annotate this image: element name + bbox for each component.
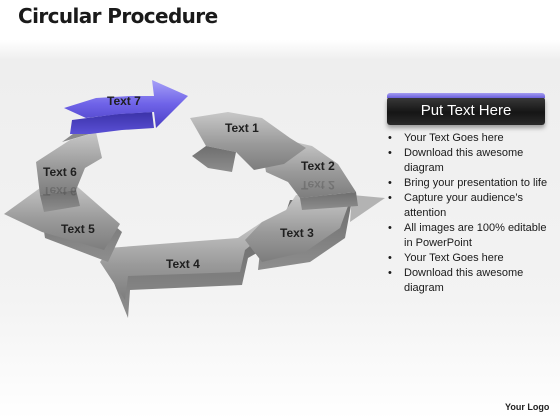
bullet-dot-icon: • bbox=[388, 222, 392, 234]
bullet-item: • Download this awesome diagram bbox=[386, 146, 554, 176]
bullet-text: All images are 100% editable in PowerPoi… bbox=[404, 222, 547, 249]
segment-5-arrow bbox=[4, 182, 122, 262]
bullet-item: • Bring your presentation to life bbox=[386, 176, 554, 191]
bullet-dot-icon: • bbox=[388, 177, 392, 189]
bullet-text: Your Text Goes here bbox=[404, 252, 504, 264]
bullet-dot-icon: • bbox=[388, 132, 392, 144]
bullet-item: • All images are 100% editable in PowerPo… bbox=[386, 221, 554, 251]
segment-4-label: Text 4 bbox=[166, 257, 200, 271]
bullet-dot-icon: • bbox=[388, 252, 392, 264]
bullet-dot-icon: • bbox=[388, 147, 392, 159]
bullet-item: • Your Text Goes here bbox=[386, 131, 554, 146]
bullet-text: Bring your presentation to life bbox=[404, 177, 548, 189]
bullet-text: Your Text Goes here bbox=[404, 132, 504, 144]
segment-2-label: Text 2 bbox=[301, 159, 335, 173]
bullet-item: • Download this awesome diagram bbox=[386, 266, 554, 296]
bullet-text: Download this awesome diagram bbox=[404, 147, 524, 174]
segment-6-label-reflection: Text 6 bbox=[43, 184, 77, 198]
segment-3-arrow bbox=[245, 195, 385, 270]
segment-1-arrow bbox=[190, 112, 306, 172]
bullet-list: • Your Text Goes here • Download this awes… bbox=[386, 131, 554, 296]
segment-5-label: Text 5 bbox=[61, 222, 95, 236]
segment-1-label: Text 1 bbox=[225, 121, 259, 135]
segment-2-label-reflection: Text 2 bbox=[301, 178, 335, 192]
segment-3-label: Text 3 bbox=[280, 226, 314, 240]
put-text-header: Put Text Here bbox=[387, 93, 545, 125]
logo-text: Your Logo bbox=[505, 402, 550, 412]
put-text-header-label: Put Text Here bbox=[420, 102, 512, 119]
segment-6-label: Text 6 bbox=[43, 165, 77, 179]
slide-title: Circular Procedure bbox=[18, 4, 218, 28]
bullet-text: Capture your audience’s attention bbox=[404, 192, 524, 219]
bullet-dot-icon: • bbox=[388, 192, 392, 204]
header-accent-bar bbox=[387, 93, 545, 98]
bullet-text: Download this awesome diagram bbox=[404, 267, 524, 294]
bullet-dot-icon: • bbox=[388, 267, 392, 279]
bullet-item: • Capture your audience’s attention bbox=[386, 191, 554, 221]
segment-4-arrow bbox=[100, 222, 268, 318]
segment-7-label: Text 7 bbox=[107, 94, 141, 108]
segment-7-arrow bbox=[64, 80, 188, 134]
bullet-item: • Your Text Goes here bbox=[386, 251, 554, 266]
